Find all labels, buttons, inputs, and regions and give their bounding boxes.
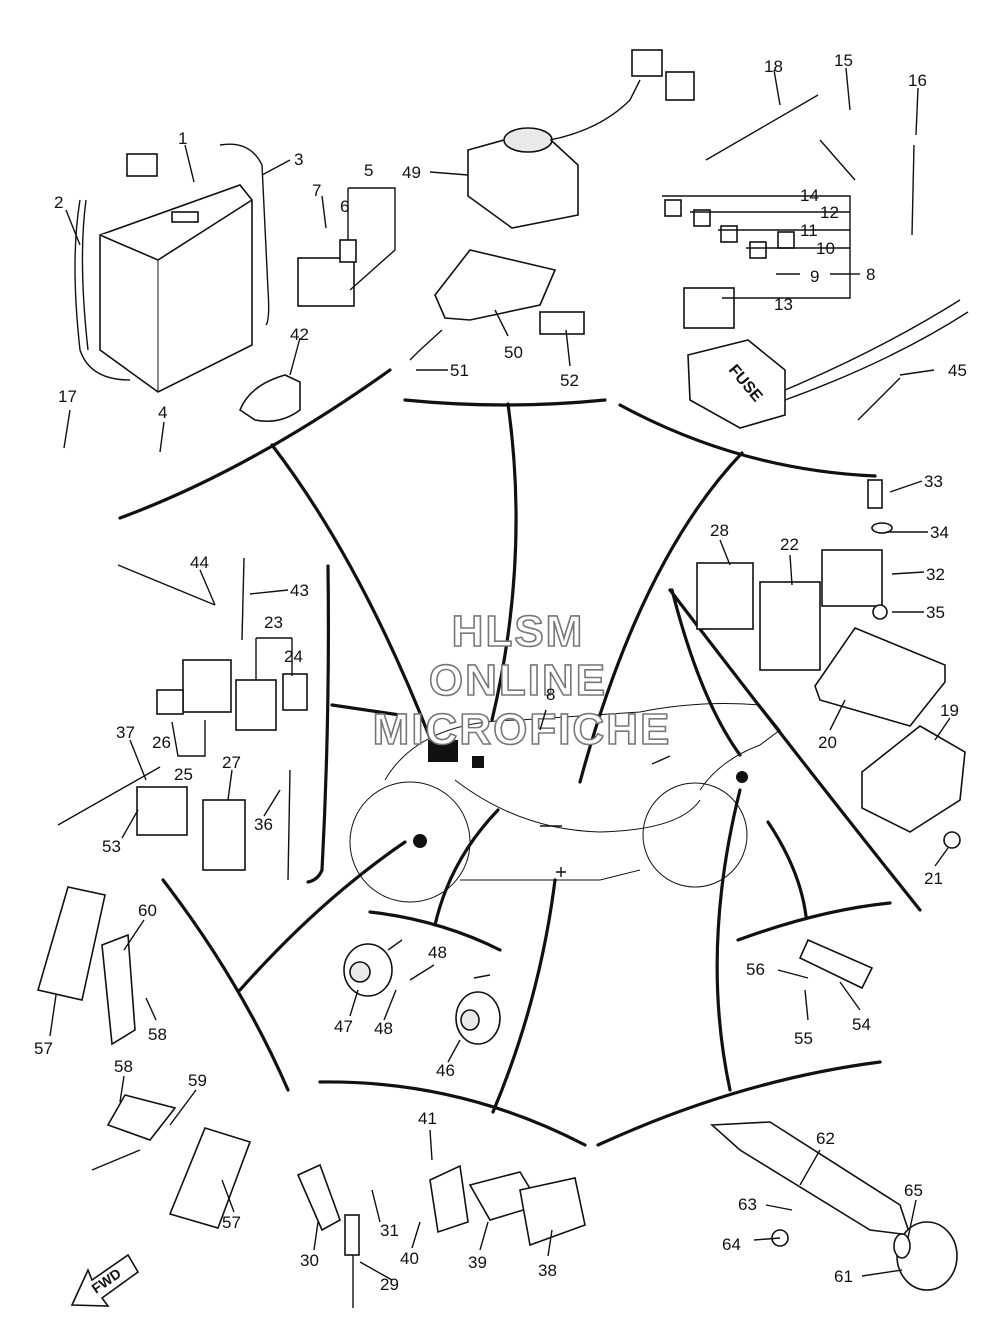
callout: 29 [380, 1275, 399, 1294]
watermark-line1: HLSM [452, 607, 585, 656]
callout: 47 [334, 1017, 353, 1036]
callout: 62 [816, 1129, 835, 1148]
callout: 45 [948, 361, 967, 380]
callout: 50 [504, 343, 523, 362]
callout: 4 [158, 403, 167, 422]
callout: 23 [264, 613, 283, 632]
callout: 13 [774, 295, 793, 314]
relay-group [57, 557, 308, 881]
motorcycle-outline-icon [349, 703, 781, 903]
callout: 35 [926, 603, 945, 622]
callout: 11 [800, 221, 818, 240]
callout: 48 [428, 943, 447, 962]
callout: 64 [722, 1235, 741, 1254]
license-bracket [710, 938, 958, 1291]
callout: 58 [148, 1025, 167, 1044]
callout: 44 [190, 553, 209, 572]
watermark-line3: MICROFICHE [373, 705, 672, 754]
fwd-arrow-icon: FWD [70, 1253, 140, 1307]
switch-group [296, 1163, 586, 1308]
bracket-assembly [409, 49, 695, 361]
callout: 51 [450, 361, 469, 380]
callout-leaders [49, 67, 951, 1281]
callout: 19 [940, 701, 959, 720]
group-brackets [118, 368, 922, 1147]
callout: 18 [764, 57, 783, 76]
callout: 52 [560, 371, 579, 390]
callout: 56 [746, 960, 765, 979]
callout: 21 [924, 869, 943, 888]
callout: 2 [54, 193, 63, 212]
callout: 25 [174, 765, 193, 784]
callout: 14 [800, 186, 819, 205]
callout: 34 [930, 523, 949, 542]
callout: 9 [810, 267, 819, 286]
callout: 60 [138, 901, 157, 920]
callout: 22 [780, 535, 799, 554]
callout: 8 [866, 265, 875, 284]
callout: 3 [294, 150, 303, 169]
callout: 12 [820, 203, 839, 222]
callout: 65 [904, 1181, 923, 1200]
callout: 43 [290, 581, 309, 600]
callout: 8 [546, 685, 555, 704]
callout: 46 [436, 1061, 455, 1080]
ecu-group [696, 479, 966, 849]
callout: 28 [710, 521, 729, 540]
callout: 57 [222, 1213, 241, 1232]
watermark: HLSM ONLINE MICROFICHE [372, 606, 672, 755]
callout: 20 [818, 733, 837, 752]
callout: 40 [400, 1249, 419, 1268]
callout: 1 [178, 129, 187, 148]
callout: 49 [402, 163, 421, 182]
callout: 48 [374, 1019, 393, 1038]
leader-lines [238, 402, 808, 1114]
callout: 41 [418, 1109, 437, 1128]
callout: 5 [364, 161, 373, 180]
callout: 57 [34, 1039, 53, 1058]
callout: 61 [834, 1267, 853, 1286]
callout: 15 [834, 51, 853, 70]
callout: 58 [114, 1057, 133, 1076]
callout: 32 [926, 565, 945, 584]
callout: 16 [908, 71, 927, 90]
callout: 33 [924, 472, 943, 491]
callout: 37 [116, 723, 135, 742]
callout: 36 [254, 815, 273, 834]
callout: 53 [102, 837, 121, 856]
callout: 26 [152, 733, 171, 752]
callout: 38 [538, 1261, 557, 1280]
fuse-box-icon: FUSE [664, 94, 969, 429]
callout: 30 [300, 1251, 319, 1270]
callout: 6 [340, 197, 349, 216]
relay-icon [239, 239, 357, 423]
callout: 10 [816, 239, 835, 258]
callout: 54 [852, 1015, 871, 1034]
callout: 39 [468, 1253, 487, 1272]
callout: 17 [58, 387, 77, 406]
callout: 59 [188, 1071, 207, 1090]
callout-numbers: 1 2 3 4 5 6 7 8 9 10 11 12 13 14 15 16 1… [34, 51, 967, 1294]
callout: 31 [380, 1221, 399, 1240]
callout: 24 [284, 647, 303, 666]
reflector-icon [36, 886, 252, 1229]
horn-icon [343, 939, 501, 1045]
callout: 7 [312, 181, 321, 200]
callout: 63 [738, 1195, 757, 1214]
callout: 55 [794, 1029, 813, 1048]
callout: 27 [222, 753, 241, 772]
watermark-line2: ONLINE [429, 656, 607, 705]
battery-icon [74, 143, 270, 393]
callout: 42 [290, 325, 309, 344]
